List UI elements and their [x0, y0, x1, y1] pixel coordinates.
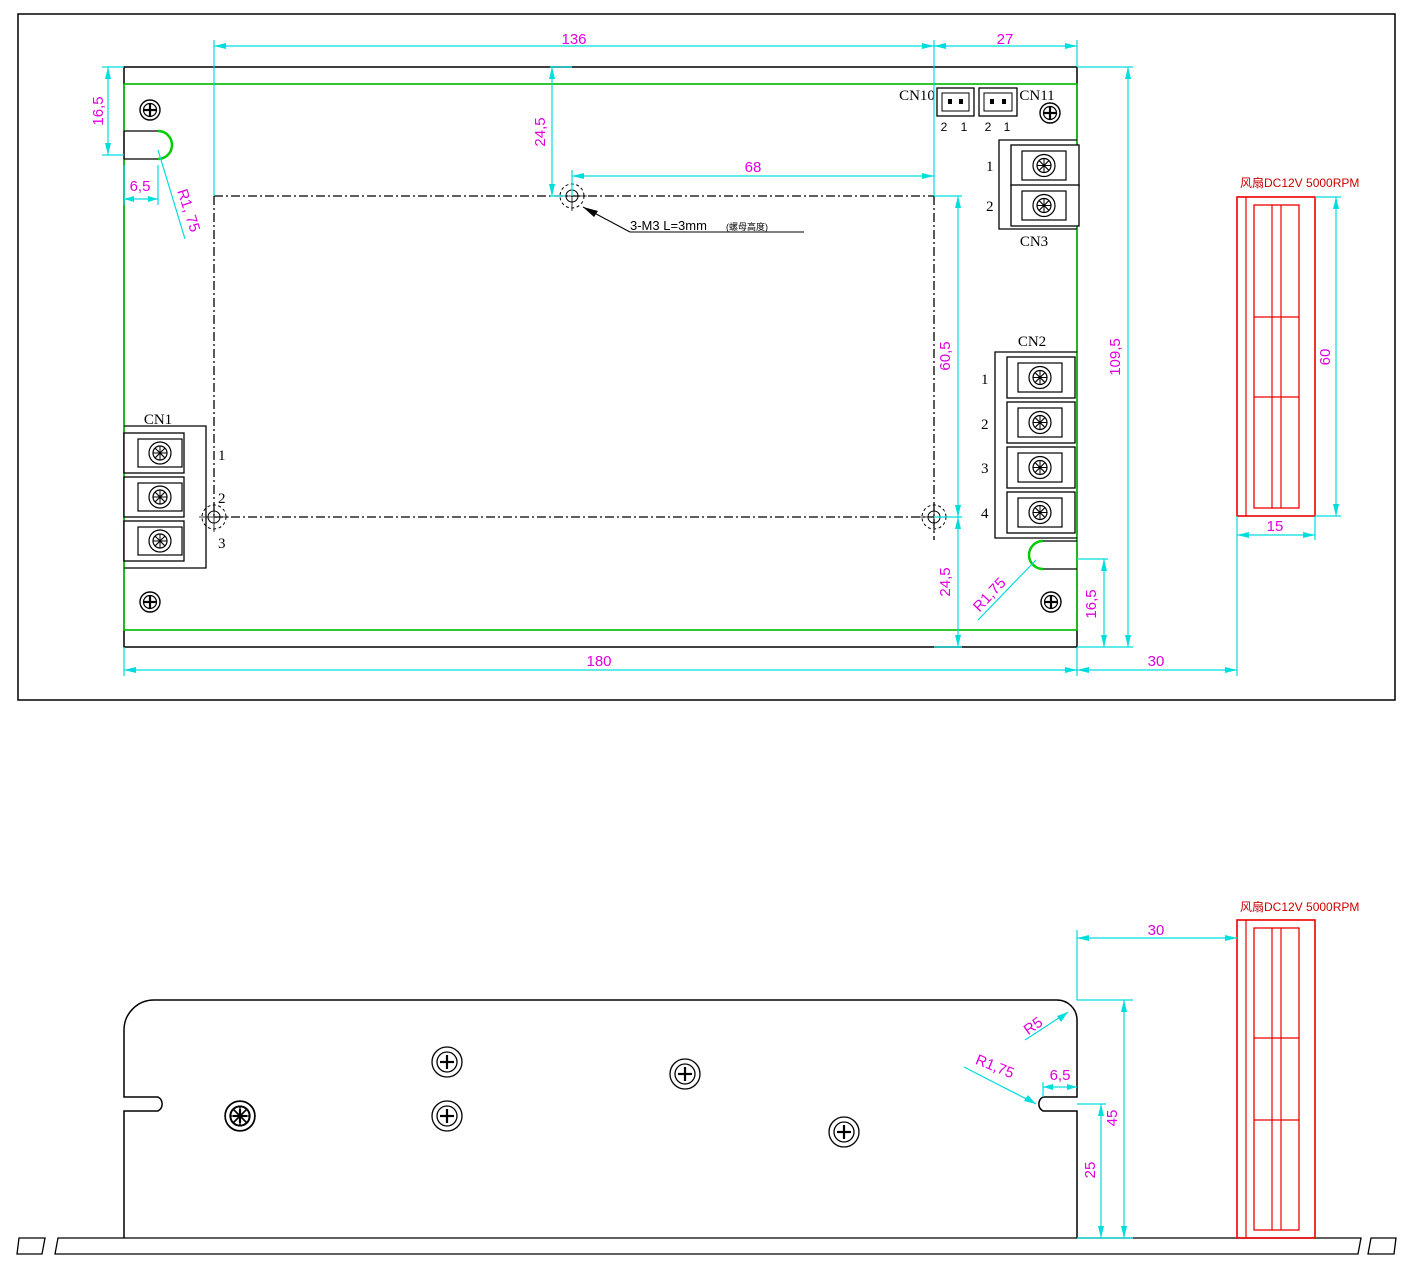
connector-cn3: CN3 1 2	[986, 139, 1079, 250]
cn3-label: CN3	[1020, 234, 1048, 250]
top-view: CN1 1 2 3 CN2 1 2 3 4 CN3 1 2	[123, 66, 1359, 648]
dim-136: 136	[561, 31, 586, 48]
right-mount-slot	[1028, 540, 1077, 570]
dim-30: 30	[1148, 653, 1165, 670]
dim-6-5: 6,5	[130, 178, 151, 195]
screw-icon	[138, 98, 162, 122]
dim-15: 15	[1267, 518, 1284, 535]
top-dimension-labels: 136 27 68 16,5 24,5 6,5 R1, 75 60,5 24,5…	[90, 31, 1334, 670]
side-dimensions	[963, 930, 1237, 1239]
thread-note-sub: (螺母高度)	[726, 221, 768, 232]
dim-side-6-5: 6,5	[1050, 1067, 1071, 1084]
dim-side-45: 45	[1104, 1110, 1121, 1127]
dim-109-5: 109,5	[1107, 338, 1124, 376]
drawing-frame	[17, 13, 1396, 701]
connector-cn2: CN2 1 2 3 4	[981, 334, 1077, 539]
base-plate	[54, 1237, 1362, 1255]
dim-68: 68	[745, 159, 762, 176]
thread-note-text: 3-M3 L=3mm	[630, 218, 707, 233]
cn11-pin-b: 1	[1004, 120, 1011, 134]
cn2-pin-3: 3	[981, 461, 989, 477]
dim-27: 27	[997, 31, 1014, 48]
cn1-pin-1: 1	[218, 448, 226, 464]
left-mount-slot	[124, 130, 173, 160]
dim-16-5-right: 16,5	[1083, 589, 1100, 618]
side-chassis-outline	[123, 999, 1078, 1238]
fan-label: 风扇DC12V 5000RPM	[1240, 175, 1359, 190]
top-dimensions	[102, 40, 1341, 676]
cn2-label: CN2	[1018, 334, 1046, 350]
dim-60-5: 60,5	[937, 341, 954, 370]
side-dimension-labels: 30 R5 R1,75 6,5 45 25	[973, 922, 1164, 1178]
cn10-label: CN10	[899, 88, 935, 104]
cn1-pin-3: 3	[218, 536, 226, 552]
dim-r1-75-left: R1, 75	[173, 187, 203, 234]
cn10-pin-b: 1	[961, 120, 968, 134]
cn3-pin-1: 1	[986, 159, 994, 175]
dim-side-r1-75: R1,75	[973, 1051, 1016, 1082]
dim-24-5-bottom: 24,5	[937, 567, 954, 596]
cn2-pin-1: 1	[981, 372, 989, 388]
fan-side-view	[1236, 919, 1316, 1239]
screw-icon	[138, 590, 162, 614]
thread-note: 3-M3 L=3mm (螺母高度)	[582, 206, 804, 233]
cn11-label: CN11	[1019, 88, 1054, 104]
cn3-pin-2: 2	[986, 199, 994, 215]
connector-cn11: CN11 2 1	[978, 87, 1055, 134]
fan-label-side: 风扇DC12V 5000RPM	[1240, 899, 1359, 914]
cn1-pin-2: 2	[218, 491, 226, 507]
dim-r5: R5	[1021, 1014, 1046, 1039]
dim-24-5-top: 24,5	[532, 117, 549, 146]
dim-r1-75-right: R1,75	[970, 574, 1010, 615]
dim-180: 180	[586, 653, 611, 670]
dim-16-5-left: 16,5	[90, 96, 107, 125]
screw-icon	[1038, 101, 1062, 125]
dim-side-30: 30	[1148, 922, 1165, 939]
side-view: 风扇DC12V 5000RPM	[16, 899, 1397, 1255]
cn10-pin-a: 2	[941, 120, 948, 134]
cn2-pin-2: 2	[981, 417, 989, 433]
screw-icon	[1039, 590, 1063, 614]
connector-cn1: CN1 1 2 3	[124, 412, 226, 569]
fan-top-view	[1236, 196, 1316, 517]
cn1-label: CN1	[144, 412, 172, 428]
dim-side-25: 25	[1082, 1162, 1099, 1179]
connector-cn10: CN10 2 1	[899, 87, 975, 134]
dim-60: 60	[1317, 349, 1334, 366]
cn11-pin-a: 2	[985, 120, 992, 134]
cn2-pin-4: 4	[981, 506, 989, 522]
